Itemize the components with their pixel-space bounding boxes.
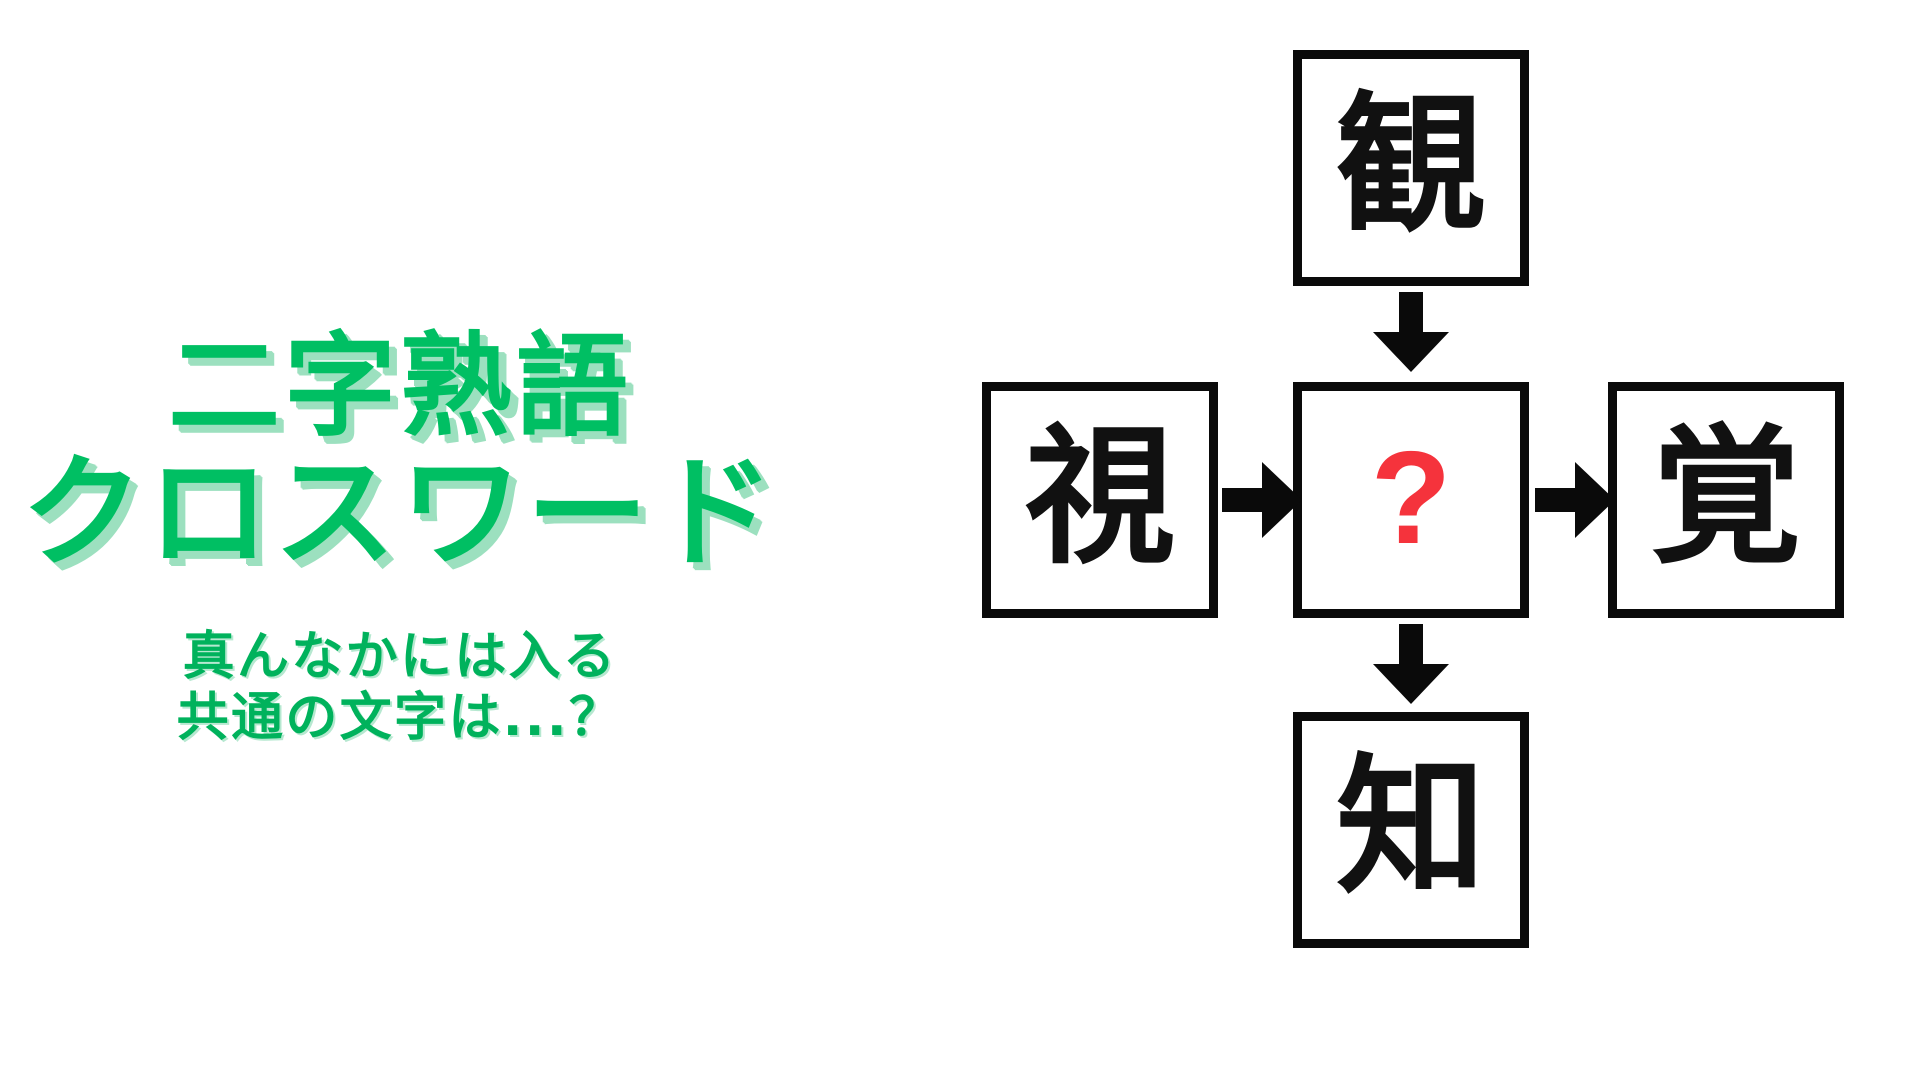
title-line-2: クロスワード xyxy=(21,441,779,584)
crossword-cell-left: 視 xyxy=(982,382,1218,618)
kanji-top: 観 xyxy=(1335,79,1486,253)
kanji-bottom: 知 xyxy=(1335,741,1486,915)
kanji-right: 覚 xyxy=(1650,411,1801,585)
subtitle-line-2: 共通の文字は...？ xyxy=(176,688,624,749)
title-panel: 二字熟語 クロスワード 真んなかには入る 共通の文字は...？ xyxy=(0,0,800,1080)
crossword-cell-right: 覚 xyxy=(1608,382,1844,618)
subtitle-line-1: 真んなかには入る xyxy=(182,626,618,687)
page-title: 二字熟語 クロスワード xyxy=(21,330,779,575)
kanji-crossword-diagram: 観 視 ? 覚 知 xyxy=(960,0,1920,1080)
question-mark-answer: ? xyxy=(1370,424,1452,571)
crossword-cell-center-answer[interactable]: ? xyxy=(1293,382,1529,618)
crossword-cell-bottom: 知 xyxy=(1293,712,1529,948)
kanji-left: 視 xyxy=(1024,411,1175,585)
crossword-cell-top: 観 xyxy=(1293,50,1529,286)
page-subtitle: 真んなかには入る 共通の文字は...？ xyxy=(177,627,624,750)
title-line-1: 二字熟語 xyxy=(168,322,632,453)
